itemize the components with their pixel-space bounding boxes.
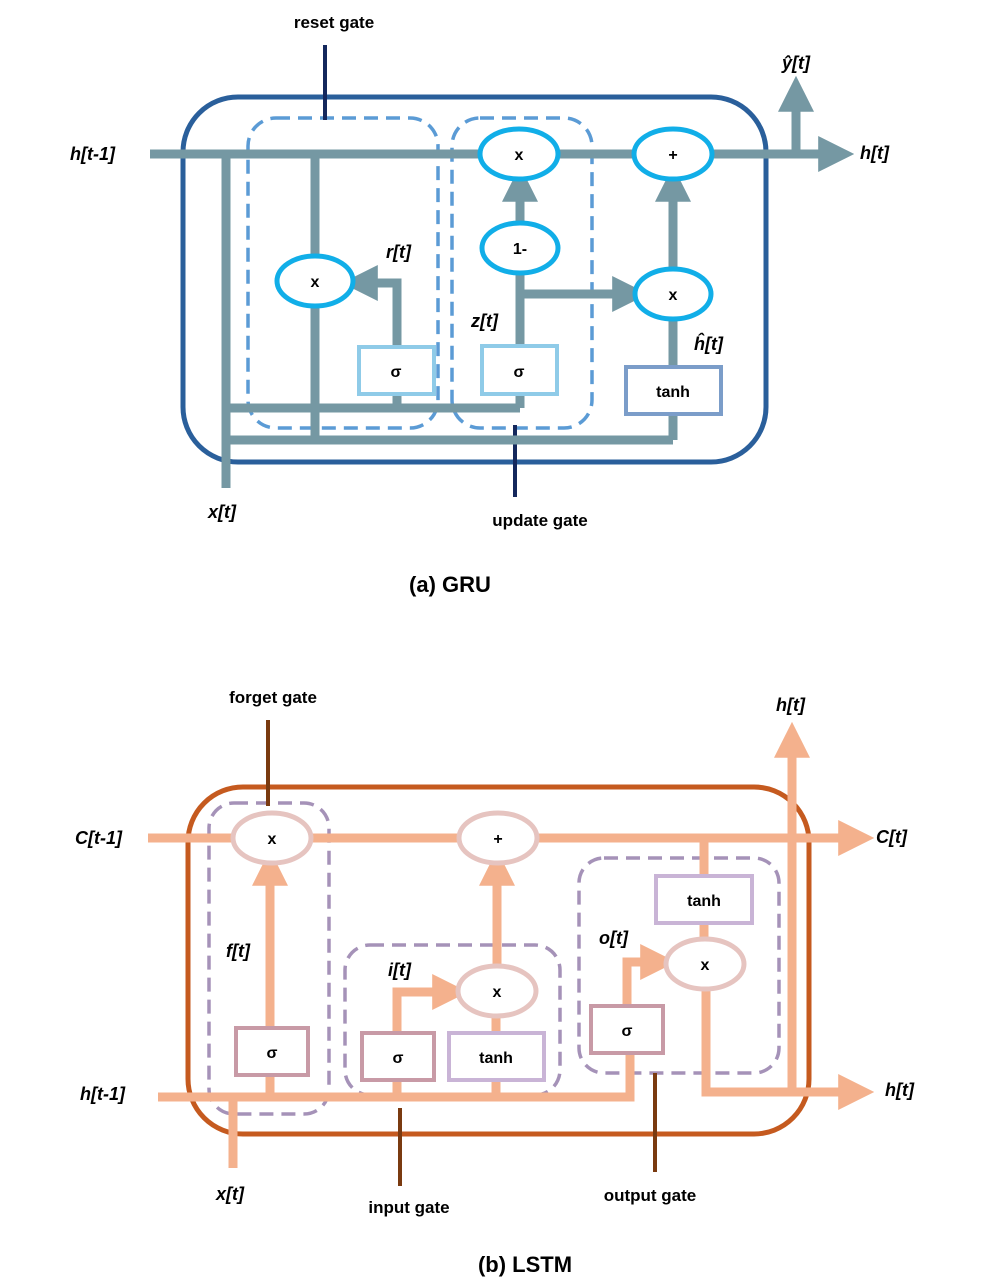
gru-mul-top: x	[477, 126, 561, 182]
lstm-plus-label: +	[493, 831, 502, 848]
lstm-mul-input: x	[455, 963, 539, 1019]
lstm-h-out-top-label: h[t]	[776, 695, 806, 715]
lstm-mul-forget-label: x	[268, 831, 277, 848]
lstm-tanh-out: tanh	[654, 874, 754, 925]
gru-sigma-r: σ	[357, 345, 436, 396]
lstm-mul-input-label: x	[493, 984, 502, 1001]
lstm-outer-box	[185, 784, 812, 1137]
gru-h-tilde-label: ĥ[t]	[694, 332, 724, 354]
lstm-sigma-o-label: σ	[622, 1023, 633, 1040]
gru-one-minus: 1-	[479, 220, 561, 276]
gru-mul-right: x	[632, 266, 714, 322]
gru-mul-top-label: x	[515, 147, 524, 164]
gru-h-prev-label: h[t-1]	[70, 144, 116, 164]
gru-paths	[150, 75, 855, 488]
gru-sigma-z: σ	[480, 344, 559, 396]
gru-update-gate-label: update gate	[492, 511, 587, 530]
lstm-x-in-label: x[t]	[215, 1184, 245, 1204]
lstm-sigma-f-label: σ	[267, 1045, 278, 1062]
lstm-input-gate-label: input gate	[368, 1198, 449, 1217]
gru-plus: +	[631, 126, 715, 182]
lstm-mul-output-label: x	[701, 957, 710, 974]
gru-y-hat-label: ŷ[t]	[781, 53, 811, 73]
lstm-tanh-in: tanh	[447, 1031, 546, 1082]
lstm-output-gate-label: output gate	[604, 1186, 697, 1205]
gru-x-in-label: x[t]	[207, 502, 237, 522]
lstm-o-label: o[t]	[599, 928, 629, 948]
lstm-h-prev-label: h[t-1]	[80, 1084, 126, 1104]
lstm-forget-gate-label: forget gate	[229, 688, 317, 707]
lstm-output-gate-box	[577, 856, 781, 1075]
gru-tanh-label: tanh	[656, 384, 690, 401]
lstm-i-label: i[t]	[388, 960, 412, 980]
gru-r-label: r[t]	[386, 242, 412, 262]
gru-reset-gate-box	[246, 116, 440, 430]
gru-mul-reset: x	[274, 253, 356, 309]
lstm-tanh-out-label: tanh	[687, 893, 721, 910]
gru-sigma-z-label: σ	[514, 364, 525, 381]
lstm-sigma-f: σ	[234, 1026, 310, 1077]
lstm-plus: +	[456, 810, 540, 866]
lstm-caption: (b) LSTM	[478, 1252, 572, 1277]
lstm-cell: σ σ tanh σ tanh x + x	[75, 688, 915, 1277]
lstm-c-out-label: C[t]	[876, 827, 908, 847]
gru-sigma-r-label: σ	[391, 364, 402, 381]
lstm-tanh-in-label: tanh	[479, 1050, 513, 1067]
lstm-paths	[148, 721, 875, 1168]
lstm-f-label: f[t]	[226, 941, 251, 961]
gru-reset-gate-label: reset gate	[294, 13, 374, 32]
lstm-mul-output: x	[663, 936, 747, 992]
gru-plus-label: +	[668, 147, 677, 164]
lstm-c-prev-label: C[t-1]	[75, 828, 123, 848]
gru-one-minus-label: 1-	[513, 241, 527, 258]
gru-mul-right-label: x	[669, 287, 678, 304]
lstm-sigma-i-label: σ	[393, 1050, 404, 1067]
lstm-sigma-o: σ	[589, 1004, 665, 1055]
gru-update-gate-box	[450, 116, 594, 430]
gru-h-out-label: h[t]	[860, 143, 890, 163]
gru-caption: (a) GRU	[409, 572, 491, 597]
lstm-sigma-i: σ	[360, 1031, 436, 1082]
lstm-h-out-right-label: h[t]	[885, 1080, 915, 1100]
lstm-mul-forget: x	[230, 810, 314, 866]
gru-cell: σ σ tanh x x + 1- x	[70, 13, 890, 597]
gru-outer-box	[180, 94, 769, 465]
gru-tanh: tanh	[624, 365, 723, 416]
gru-z-label: z[t]	[470, 311, 499, 331]
gru-mul-reset-label: x	[311, 274, 320, 291]
